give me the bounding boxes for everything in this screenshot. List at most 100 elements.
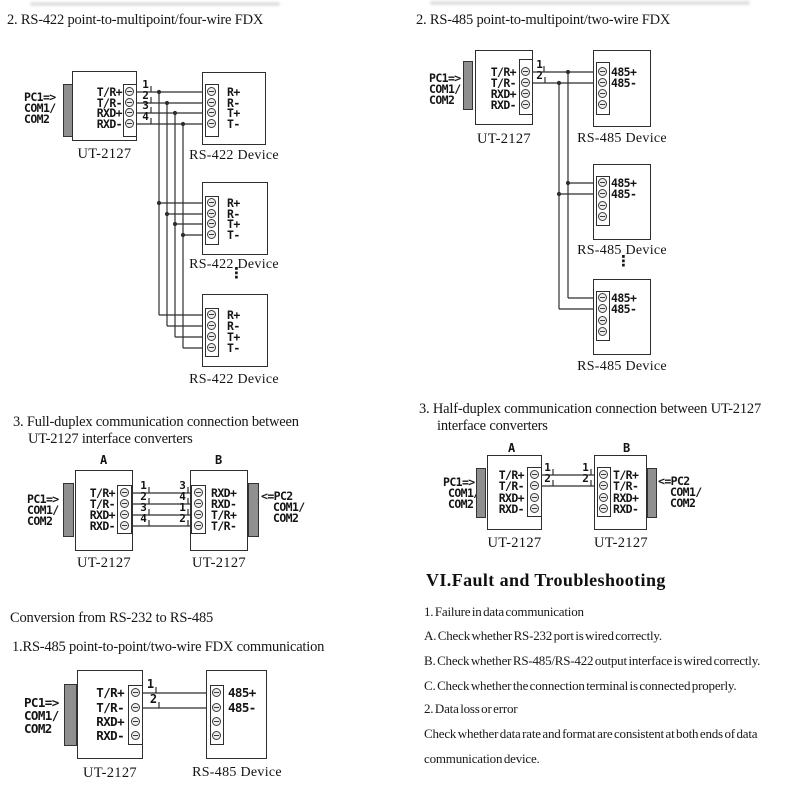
terminal-screw — [599, 504, 608, 513]
terminal-screw — [212, 688, 221, 697]
terminal-screw — [598, 327, 607, 336]
terminal-screw — [598, 100, 607, 109]
pin-label: RXD+ — [96, 714, 124, 729]
terminal-screw — [212, 703, 221, 712]
pc1-label: PC1=> — [429, 71, 461, 85]
pin-label: RXD- — [498, 502, 525, 516]
db9-connector — [248, 483, 259, 537]
pin-label: 485- — [611, 76, 637, 90]
wire-number: 4 — [140, 512, 147, 525]
terminal-screw — [131, 688, 140, 697]
terminal-screw — [598, 89, 607, 98]
section-title-full-duplex-line2: UT-2127 interface converters — [28, 431, 193, 447]
pin-label: T/R- — [211, 519, 237, 533]
pin-label: T+ — [227, 106, 240, 120]
com1-label: COM1/ — [670, 485, 702, 499]
com2-label: COM2 — [24, 112, 50, 126]
terminal-screw — [599, 470, 608, 479]
pin-label: RXD- — [613, 502, 639, 516]
terminal-screw — [207, 198, 216, 207]
db9-connector — [476, 468, 486, 518]
com1-label: COM1/ — [24, 101, 56, 115]
terminal-screw — [207, 321, 216, 330]
pin-label: T/R- — [490, 76, 517, 90]
scan-artifact — [30, 2, 280, 6]
terminal-screw — [194, 521, 203, 530]
terminal-screw — [598, 316, 607, 325]
pin-label: T/R+ — [613, 468, 639, 482]
terminal-screw — [125, 98, 134, 107]
pin-label: T- — [227, 341, 240, 355]
terminal-screw — [207, 343, 216, 352]
pin-label: RXD- — [96, 728, 124, 743]
pin-label: R+ — [227, 85, 240, 99]
terminal-screw — [131, 731, 140, 740]
conversion-heading: Conversion from RS-232 to RS-485 — [10, 610, 214, 626]
pin-label: T/R+ — [498, 468, 525, 482]
terminal-screw — [530, 493, 539, 502]
section-title-rs485-multipoint: 2. RS-485 point-to-multipoint/two-wire F… — [416, 12, 671, 28]
terminal-screw — [120, 488, 129, 497]
converter-name: UT-2127 — [77, 146, 132, 162]
troubleshooting-item: C. Check whether the connection terminal… — [424, 678, 737, 693]
pc2-label: <=PC2 — [261, 489, 293, 503]
pin-label: R+ — [227, 196, 240, 210]
terminal-screw — [207, 119, 216, 128]
converter-name: UT-2127 — [83, 765, 137, 781]
com1-label: COM1/ — [27, 503, 59, 517]
com1-label: COM1/ — [448, 486, 480, 500]
pin-label: T/R+ — [96, 85, 123, 99]
pin-label: 485+ — [611, 65, 637, 79]
terminal-screw — [131, 703, 140, 712]
pin-label: 485- — [611, 302, 637, 316]
pin-label: 485- — [611, 187, 637, 201]
wire-number: 1 — [142, 78, 149, 91]
converter-b-letter: B — [623, 441, 631, 455]
pin-label: RXD- — [490, 98, 517, 112]
terminal-screw — [598, 178, 607, 187]
com2-label: COM2 — [24, 721, 52, 736]
pin-label: RXD+ — [211, 486, 237, 500]
terminal-screw — [530, 470, 539, 479]
terminal-screw — [125, 119, 134, 128]
wire-number: 2 — [140, 490, 147, 503]
troubleshooting-item: communication device. — [424, 751, 540, 766]
troubleshooting-item: B. Check whether RS-485/RS-422 output in… — [424, 653, 761, 668]
terminal-screw — [598, 189, 607, 198]
pin-label: 485- — [228, 700, 256, 715]
pin-label: T- — [227, 228, 240, 242]
more-devices-ellipsis: ⋮ — [229, 264, 244, 282]
terminal-screw — [530, 504, 539, 513]
terminal-screw — [598, 201, 607, 210]
wire-number: 1 — [536, 58, 543, 71]
com1-label: COM1/ — [24, 708, 59, 723]
wire-number: 2 — [142, 89, 149, 102]
device-name: RS-485 Device — [577, 359, 667, 374]
pin-label: T/R+ — [490, 65, 517, 79]
converter-name: UT-2127 — [594, 535, 648, 551]
terminal-screw — [207, 87, 216, 96]
db9-connector — [64, 684, 77, 746]
device-name: RS-485 Device — [192, 765, 282, 780]
wire-number: 1 — [179, 501, 186, 514]
pin-label: T+ — [227, 330, 240, 344]
pin-label: T/R- — [96, 96, 123, 110]
terminal-screw — [207, 108, 216, 117]
converter-name: UT-2127 — [192, 555, 246, 571]
wire-number: 1 — [582, 461, 589, 474]
pc1-label: PC1=> — [27, 492, 59, 506]
device-name: RS-485 Device — [577, 243, 667, 258]
com2-label: COM2 — [273, 511, 299, 525]
section-title-half-duplex-line2: interface converters — [437, 418, 548, 434]
device-name: RS-422 Device — [189, 148, 279, 163]
pin-label: R- — [227, 319, 240, 333]
wires-rs485-multipoint — [533, 66, 596, 310]
wire-number: 1 — [140, 479, 147, 492]
pin-label: T/R+ — [211, 508, 237, 522]
terminal-screw — [207, 332, 216, 341]
pin-label: T/R- — [613, 479, 639, 493]
pin-label: 485+ — [611, 291, 637, 305]
terminal-screw — [521, 78, 530, 87]
pin-label: RXD- — [96, 117, 123, 131]
pin-label: RXD+ — [96, 106, 123, 120]
